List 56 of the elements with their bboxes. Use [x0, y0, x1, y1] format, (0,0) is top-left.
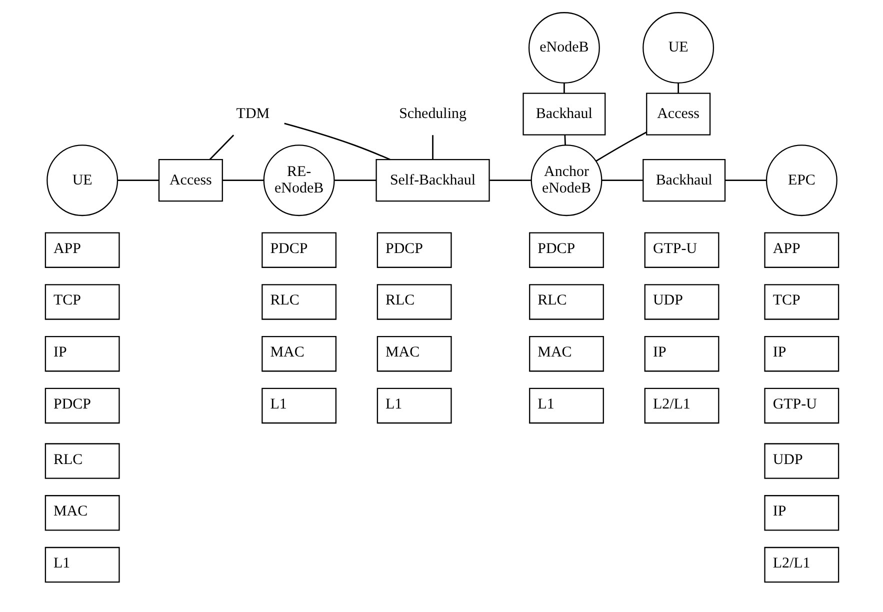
- node-text: Scheduling: [398, 106, 466, 122]
- node-box: Self-Backhaul: [375, 159, 490, 202]
- node-box: Backhaul: [522, 92, 606, 136]
- label: PDCP: [270, 240, 308, 257]
- label: L1: [537, 396, 554, 412]
- connector: [284, 122, 390, 160]
- label: MAC: [537, 344, 572, 361]
- label: PDCP: [385, 240, 422, 257]
- label: TCP: [772, 292, 800, 309]
- connector: [208, 134, 234, 160]
- label: IP: [652, 344, 666, 361]
- label: RLC: [537, 292, 566, 309]
- label: TCP: [53, 292, 80, 309]
- connector: [489, 180, 531, 182]
- label: IP: [772, 504, 786, 520]
- node-text: TDM: [236, 106, 270, 122]
- connector: [564, 135, 566, 146]
- label: PDCP: [53, 396, 90, 412]
- connector: [432, 135, 433, 160]
- node-box: Access: [646, 92, 710, 136]
- node-circle: Anchor eNodeB: [530, 144, 602, 216]
- label: PDCP: [537, 240, 575, 257]
- connector: [677, 83, 679, 94]
- label: APP: [53, 240, 80, 257]
- label: L1: [53, 556, 70, 572]
- node-circle: EPC: [765, 144, 837, 216]
- label: UDP: [772, 452, 802, 468]
- label: MAC: [385, 344, 420, 361]
- label: L1: [385, 396, 402, 412]
- connector: [117, 180, 158, 182]
- label: IP: [53, 344, 66, 361]
- label: APP: [772, 240, 800, 257]
- connector: [222, 180, 264, 182]
- label: L1: [270, 396, 286, 412]
- node-circle: eNodeB: [528, 12, 600, 84]
- label: MAC: [270, 344, 304, 361]
- connector: [334, 180, 376, 182]
- connector: [724, 180, 766, 182]
- connector: [595, 131, 646, 162]
- label: IP: [772, 344, 786, 361]
- label: RLC: [385, 292, 414, 309]
- label: RLC: [270, 292, 299, 309]
- connector: [563, 83, 564, 94]
- label: UDP: [652, 292, 682, 309]
- connector: [601, 180, 642, 182]
- label: GTP-U: [652, 240, 697, 257]
- node-circle: UE: [642, 12, 714, 84]
- node-box: Backhaul: [642, 159, 726, 202]
- label: L2/L1: [772, 556, 810, 572]
- label: GTP-U: [772, 396, 816, 412]
- label: MAC: [53, 504, 88, 520]
- node-circle: RE-eNodeB: [262, 144, 334, 216]
- label: RLC: [53, 452, 82, 468]
- node-circle: UE: [46, 144, 118, 216]
- label: L2/L1: [652, 396, 690, 412]
- node-box: Access: [158, 159, 222, 202]
